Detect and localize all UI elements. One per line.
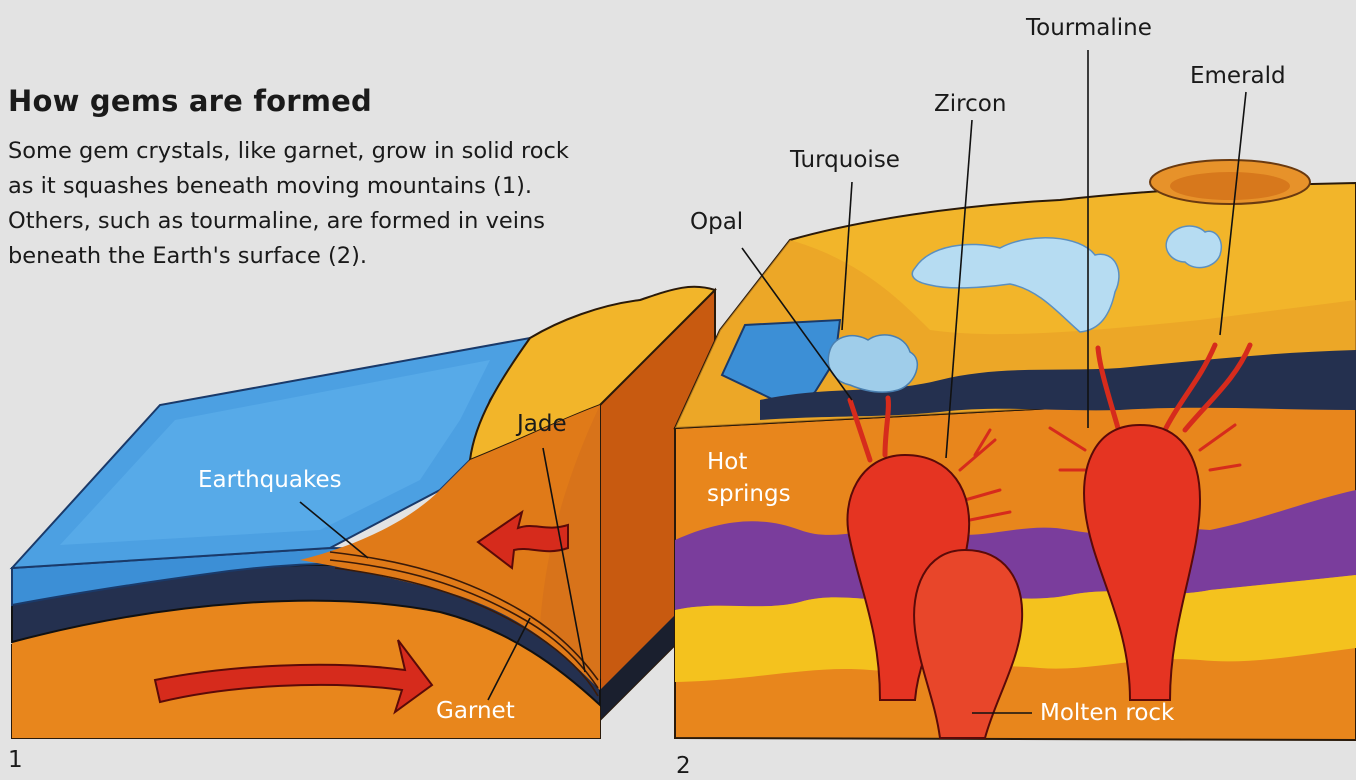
diagram-2-block [675, 50, 1356, 740]
label-hot-springs-line-2: springs [707, 480, 791, 508]
diagram-1-block [12, 287, 715, 738]
label-earthquakes: Earthquakes [198, 466, 342, 494]
label-molten-rock: Molten rock [1040, 699, 1174, 727]
page-title: How gems are formed [8, 84, 372, 118]
volcano-crater-inner [1170, 172, 1290, 200]
label-zircon: Zircon [934, 90, 1006, 118]
label-emerald: Emerald [1190, 62, 1286, 90]
label-hot-springs-line-1: Hot [707, 448, 747, 476]
diagram-number-1: 1 [8, 746, 23, 774]
label-turquoise: Turquoise [790, 146, 900, 174]
description-text: Some gem crystals, like garnet, grow in … [8, 134, 598, 274]
label-jade: Jade [517, 410, 567, 438]
label-opal: Opal [690, 208, 743, 236]
label-garnet: Garnet [436, 697, 515, 725]
label-tourmaline: Tourmaline [1026, 14, 1152, 42]
